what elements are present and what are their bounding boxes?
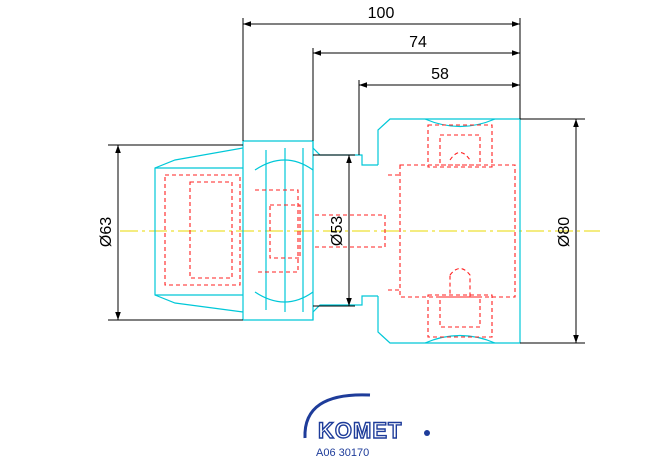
- part-number: A06 30170: [316, 447, 369, 459]
- logo-dot-icon: [424, 430, 430, 436]
- logo-arc: [303, 393, 371, 439]
- dim-length-74: 74: [409, 34, 427, 51]
- dim-diameter-63: Ø63: [98, 217, 115, 247]
- dim-length-100: 100: [368, 5, 395, 22]
- dimension-lines: [108, 18, 585, 344]
- komet-logo: KOMET: [303, 393, 430, 444]
- dim-length-58: 58: [431, 66, 449, 83]
- logo-text: KOMET: [318, 418, 402, 443]
- dim-diameter-53: Ø53: [329, 216, 346, 246]
- hidden-lines: [164, 124, 516, 338]
- dim-diameter-80: Ø80: [556, 217, 573, 247]
